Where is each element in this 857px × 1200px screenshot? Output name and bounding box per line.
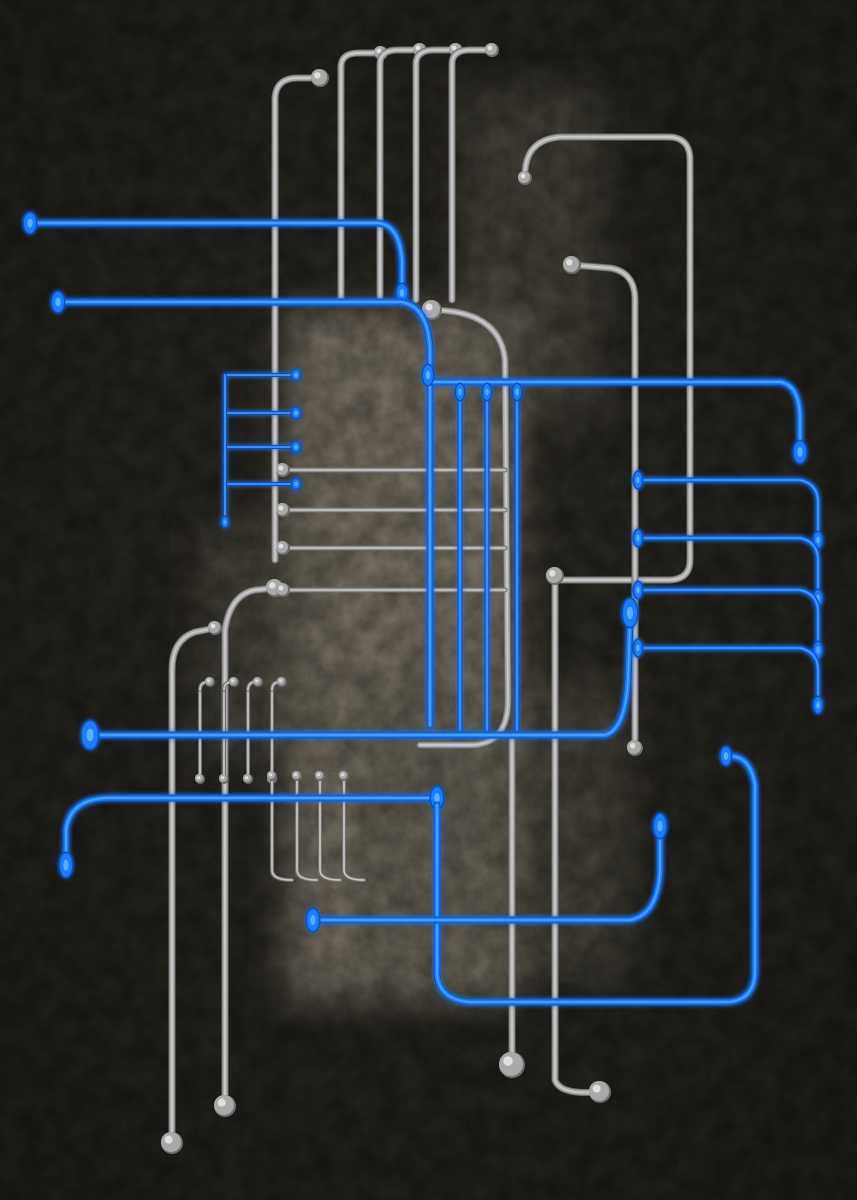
- gray-pipe-knob-shine: [245, 776, 249, 780]
- gray-pipe-highlight: [274, 77, 319, 561]
- gray-pipe-knob-shine: [520, 173, 526, 179]
- blue-pipe-end-core: [657, 820, 663, 832]
- blue-pipe-highlight: [91, 619, 631, 736]
- gray-pipe-highlight: [271, 777, 293, 881]
- gray-pipe-knob-shine: [269, 773, 273, 777]
- blue-pipe-highlight: [637, 479, 819, 541]
- blue-pipe-end-core: [294, 372, 298, 378]
- blue-pipe-highlight: [637, 589, 819, 651]
- blue-pipe-end-core: [223, 519, 227, 525]
- gray-pipe-highlight: [343, 777, 365, 881]
- blue-pipe-end-core: [86, 728, 94, 742]
- blue-pipe-end-core: [310, 915, 316, 925]
- blue-pipe-end-core: [434, 793, 440, 803]
- blue-pipe-highlight: [59, 301, 431, 726]
- gray-pipe-knob-shine: [566, 259, 573, 266]
- blue-pipe-highlight: [637, 647, 819, 706]
- gray-pipe-highlight: [224, 587, 276, 1106]
- gray-pipe-knob-shine: [592, 1084, 601, 1093]
- blue-pipe-end-core: [63, 859, 69, 871]
- gray-pipe-knob-shine: [221, 776, 225, 780]
- gray-pipe-knob-shine: [629, 742, 636, 749]
- blue-pipe-end-core: [294, 410, 298, 416]
- blue-pipe-end-core: [636, 644, 640, 652]
- gray-pipe-highlight: [524, 136, 691, 581]
- gray-pipe-highlight: [379, 49, 419, 301]
- blue-pipe-end-core: [458, 388, 462, 396]
- blue-pipe-end-core: [485, 388, 489, 396]
- blue-pipe-end-core: [294, 444, 298, 450]
- gray-pipe-knob-shine: [278, 465, 284, 471]
- blue-pipe-highlight: [637, 537, 819, 599]
- blue-pipe-end-core: [797, 447, 803, 457]
- blue-pipe-highlight: [429, 381, 801, 446]
- gray-pipe-highlight: [340, 52, 380, 301]
- blue-pipe-end-core: [425, 370, 431, 380]
- blue-pipe-end-core: [816, 701, 820, 709]
- blue-pipe-highlight: [314, 829, 661, 921]
- gray-pipe-highlight: [451, 49, 491, 301]
- gray-pipe-knob-shine: [164, 1135, 173, 1144]
- gray-pipe-knob-shine: [425, 303, 433, 311]
- gray-pipe-knob-shine: [207, 679, 211, 683]
- blue-pipe-end-core: [515, 388, 519, 396]
- gray-pipe-knob-shine: [376, 48, 382, 54]
- gray-pipe-knob-shine: [279, 679, 283, 683]
- gray-pipe-knob-shine: [217, 1098, 226, 1107]
- gray-pipe-highlight: [319, 777, 341, 881]
- gray-pipe-knob-shine: [503, 1056, 513, 1066]
- blue-pipe-end-core: [636, 534, 640, 542]
- blue-pipe-end-core: [723, 751, 729, 761]
- blue-pipe-end-core: [626, 606, 634, 620]
- blue-pipe-end-core: [399, 288, 405, 298]
- blue-pipe-highlight: [436, 755, 756, 1003]
- gray-pipe-knob-shine: [317, 773, 321, 777]
- gray-pipe-knob-shine: [255, 679, 259, 683]
- blue-pipe-highlight: [65, 797, 436, 861]
- blue-pipe-end-core: [816, 646, 820, 654]
- blue-pipe-end-core: [294, 481, 298, 487]
- gray-pipe-highlight: [419, 309, 509, 746]
- blue-pipe-end-core: [816, 536, 820, 544]
- gray-pipe-knob-shine: [278, 543, 284, 549]
- gray-pipe-knob-shine: [197, 776, 201, 780]
- gray-pipe-knob-shine: [341, 773, 345, 777]
- gray-pipe-knob-shine: [549, 570, 556, 577]
- gray-pipe-knob-shine: [314, 72, 321, 79]
- gray-pipe-knob-shine: [231, 679, 235, 683]
- gray-pipe-knob-shine: [487, 45, 493, 51]
- gray-pipes: [161, 43, 694, 1154]
- blue-pipes: [22, 211, 824, 1006]
- gray-pipe-highlight: [296, 777, 318, 881]
- gray-pipe-highlight: [171, 627, 216, 1141]
- gray-pipe-knob-shine: [269, 582, 276, 589]
- gray-pipe-knob-shine: [278, 505, 284, 511]
- gray-pipe-knob-shine: [294, 773, 298, 777]
- gray-pipe-highlight: [571, 264, 636, 746]
- gray-pipe-knob-shine: [278, 585, 284, 591]
- gray-pipe-knob-shine: [210, 623, 216, 629]
- blue-pipe-end-core: [55, 297, 61, 307]
- blue-pipe-end-core: [636, 476, 640, 484]
- gray-pipe-highlight: [415, 49, 455, 301]
- blue-pipe-end-core: [27, 218, 33, 228]
- blue-pipe-highlight: [31, 222, 403, 293]
- blue-pipe-end-core: [636, 586, 640, 594]
- gray-pipe-knob-shine: [415, 45, 421, 51]
- gray-pipe-knob-shine: [451, 45, 457, 51]
